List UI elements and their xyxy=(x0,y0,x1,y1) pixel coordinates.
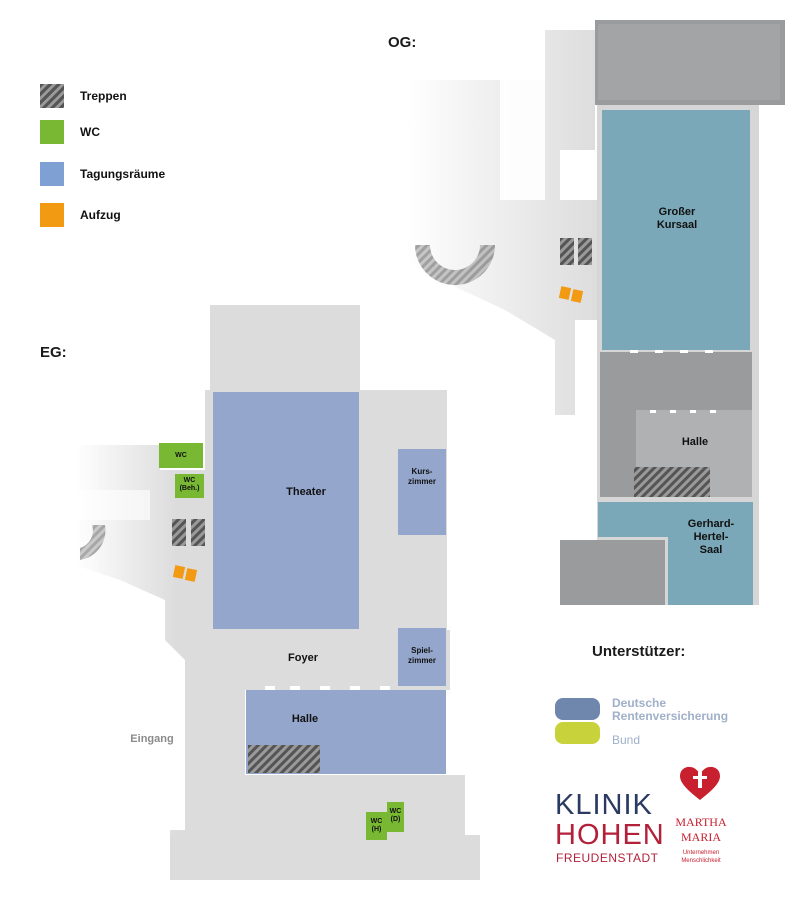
klinik-text-line1: KLINIK xyxy=(555,789,653,821)
legend-label: Aufzug xyxy=(80,208,121,222)
legend-label: Treppen xyxy=(80,89,127,103)
og-elevator-2 xyxy=(570,289,584,303)
martha-text-line2: MARIA xyxy=(680,830,721,844)
og-corridor xyxy=(405,30,600,415)
eg-label-foyer: Foyer xyxy=(288,652,318,664)
og-elevator-1 xyxy=(558,286,572,300)
og-stairs-2 xyxy=(578,238,592,265)
klinik-text-line3: FREUDENSTADT xyxy=(556,851,659,865)
eg-curved-stairs xyxy=(80,525,106,560)
eg-room-kurszimmer xyxy=(398,449,446,535)
eg-room-theater xyxy=(213,392,359,629)
eg-label-wc-h: WC (H) xyxy=(370,818,383,833)
eg-heading: EG: xyxy=(40,344,67,361)
og-curved-stairs xyxy=(415,245,495,285)
legend-item-tagungsraeume: Tagungsräume xyxy=(40,162,165,186)
og-halle-stairs xyxy=(634,467,710,497)
legend-item-wc: WC xyxy=(40,120,100,144)
eg-label-wc-beh: WC (Beh.) xyxy=(179,477,200,492)
eg-wc xyxy=(159,443,203,468)
eg-room-spielzimmer xyxy=(398,628,446,686)
eg-label-halle: Halle xyxy=(291,713,319,725)
legend-label: WC xyxy=(80,125,100,139)
og-heading: OG: xyxy=(388,34,417,51)
eg-label-wc-d: WC (D) xyxy=(389,808,402,823)
og-label-gerhard-hertel-saal: Gerhard- Hertel- Saal xyxy=(687,518,735,557)
eg-stairs-2 xyxy=(191,519,205,546)
eg-label-wc: WC xyxy=(175,452,187,459)
legend-label: Tagungsräume xyxy=(80,167,166,181)
klinik-text-line2: HOHEN xyxy=(555,819,665,851)
eg-label-spielzimmer: Spiel- zimmer xyxy=(407,646,436,665)
eg-label-eingang: Eingang xyxy=(130,733,174,745)
meeting-room-swatch-icon xyxy=(40,162,64,186)
eg-wc-d xyxy=(387,802,404,832)
drv-text-line1: Deutsche xyxy=(612,696,667,710)
legend-item-aufzug: Aufzug xyxy=(40,203,121,227)
og-room-grosser-kursaal xyxy=(602,110,750,350)
legend-item-treppen: Treppen xyxy=(40,84,127,108)
eg-label-theater: Theater xyxy=(286,486,326,498)
og-label-grosser-kursaal: Großer Kursaal xyxy=(656,206,698,232)
og-label-halle: Halle xyxy=(681,436,709,448)
elevator-swatch-icon xyxy=(40,203,64,227)
eg-stairs-1 xyxy=(172,519,186,546)
og-stairs-1 xyxy=(560,238,574,265)
eg-wc-beh xyxy=(175,474,204,498)
eg-halle-stairs xyxy=(248,745,320,773)
og-bottom-block xyxy=(560,540,665,605)
eg-wc-h xyxy=(366,812,387,840)
martha-maria-heart-logo xyxy=(680,766,720,800)
wc-swatch-icon xyxy=(40,120,64,144)
martha-text-line1: MARTHA xyxy=(675,815,727,829)
stairs-hatch-icon xyxy=(40,84,64,108)
drv-text-line3: Bund xyxy=(612,733,641,747)
og-room-gerhard-hertel-saal xyxy=(598,502,753,537)
og-floor-plan xyxy=(405,20,785,605)
eg-elevator-1 xyxy=(172,565,186,579)
martha-text-line3: Unternehmen Menschlichkeit xyxy=(681,850,721,864)
eg-floor-plan xyxy=(75,305,480,880)
eg-label-kurszimmer: Kurs- zimmer xyxy=(407,467,436,486)
drv-logo xyxy=(555,698,600,744)
eg-left-wing xyxy=(75,445,245,880)
eg-elevator-2 xyxy=(184,568,198,582)
drv-text-line2: Rentenversicherung xyxy=(612,709,729,723)
supporters-heading: Unterstützer: xyxy=(592,643,686,660)
